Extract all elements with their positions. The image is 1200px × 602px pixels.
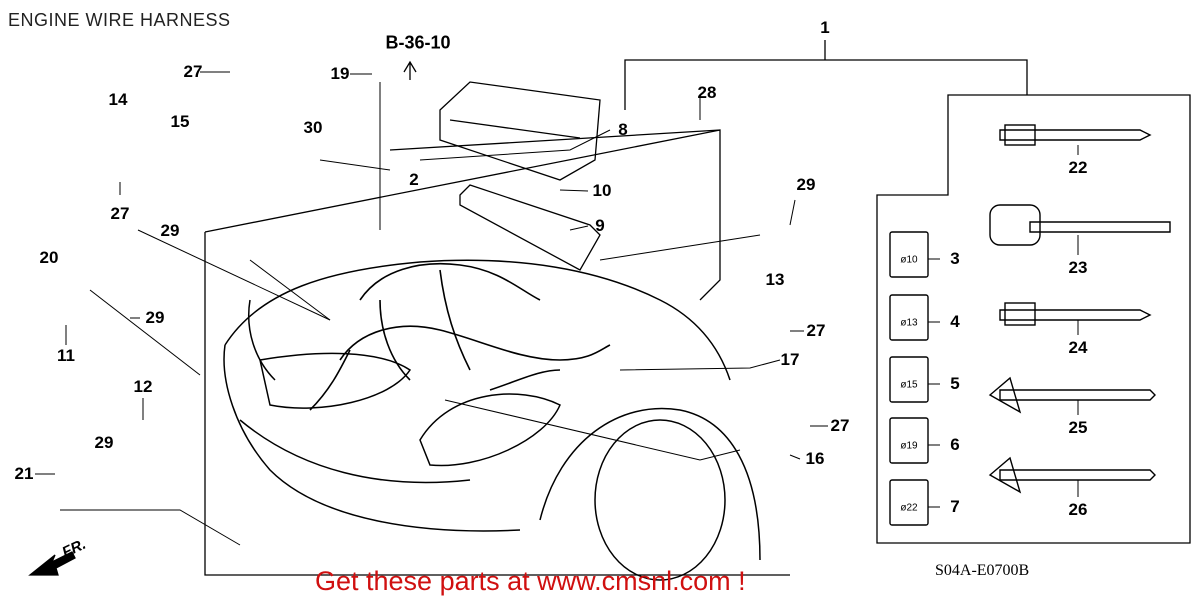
callout-15[interactable]: 15	[170, 112, 190, 131]
callout-5[interactable]: 5	[950, 374, 960, 393]
engine-bay-outline	[204, 129, 790, 576]
callout-26[interactable]: 26	[1068, 500, 1088, 519]
reference-label[interactable]: B-36-10	[385, 32, 451, 53]
callout-1[interactable]: 1	[820, 18, 830, 37]
callout-27[interactable]: 27	[806, 321, 826, 340]
callout-16[interactable]: 16	[805, 449, 825, 468]
callout-11[interactable]: 11	[57, 346, 75, 365]
clip-size-label: ø15	[900, 379, 918, 391]
callout-28[interactable]: 28	[697, 83, 717, 102]
callout-12[interactable]: 12	[133, 377, 153, 396]
callout-27[interactable]: 27	[110, 204, 130, 223]
callout-17[interactable]: 17	[780, 350, 800, 369]
callout-29[interactable]: 29	[796, 175, 816, 194]
callout-22[interactable]: 22	[1068, 158, 1088, 177]
callout-27[interactable]: 27	[183, 62, 203, 81]
car-body-outline	[223, 259, 761, 581]
callout-29[interactable]: 29	[160, 221, 180, 240]
callout-2[interactable]: 2	[409, 170, 419, 189]
callout-24[interactable]: 24	[1068, 338, 1088, 357]
callout-21[interactable]: 21	[14, 464, 34, 483]
diagram-title: ENGINE WIRE HARNESS	[8, 10, 231, 30]
callout-29[interactable]: 29	[145, 308, 165, 327]
promo-link[interactable]: Get these parts at www.cmsnl.com !	[315, 566, 746, 596]
callout-30[interactable]: 30	[303, 118, 323, 137]
callout-19[interactable]: 19	[330, 64, 350, 83]
callout-23[interactable]: 23	[1068, 258, 1088, 277]
clip-icons	[889, 231, 929, 526]
wire-harness	[309, 262, 611, 411]
callout-14[interactable]: 14	[108, 90, 128, 109]
group-bracket	[624, 59, 1191, 544]
callout-7[interactable]: 7	[950, 497, 960, 516]
clip-size-label: ø13	[900, 317, 918, 329]
callout-10[interactable]: 10	[592, 181, 612, 200]
bracket-9	[459, 184, 601, 271]
clip-size-label: ø19	[900, 440, 918, 452]
clip-size-label: ø10	[900, 254, 918, 266]
callout-20[interactable]: 20	[39, 248, 59, 267]
callout-4[interactable]: 4	[950, 312, 960, 331]
clip-size-label: ø22	[900, 502, 918, 514]
diagram-code: S04A-E0700B	[935, 562, 1030, 579]
engine-cover	[439, 81, 601, 181]
callout-9[interactable]: 9	[595, 216, 605, 235]
callout-8[interactable]: 8	[618, 120, 628, 139]
reference-arrow	[403, 60, 417, 80]
callout-13[interactable]: 13	[765, 270, 785, 289]
callout-3[interactable]: 3	[950, 249, 960, 268]
cable-tie-icons	[988, 124, 1171, 494]
callout-25[interactable]: 25	[1068, 418, 1088, 437]
front-arrow	[28, 551, 76, 576]
callout-29[interactable]: 29	[94, 433, 114, 452]
callout-6[interactable]: 6	[950, 435, 960, 454]
callout-27[interactable]: 27	[830, 416, 850, 435]
